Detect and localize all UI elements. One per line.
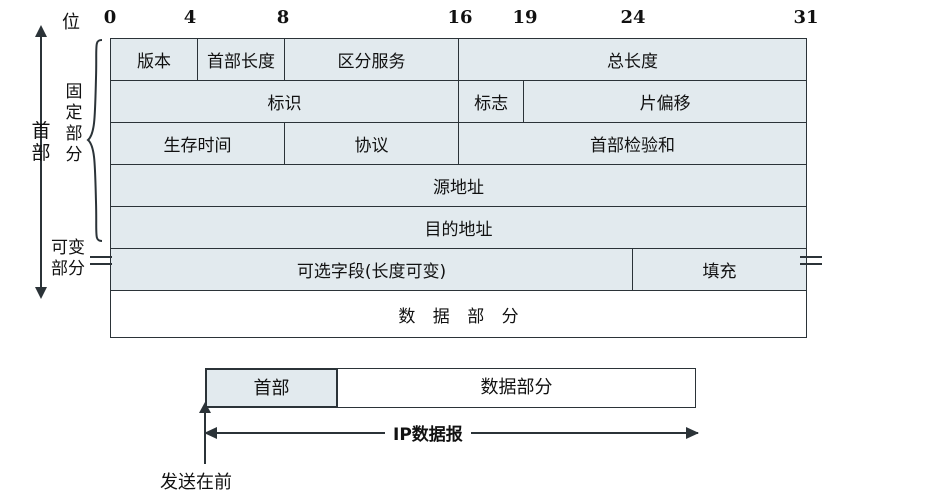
- datagram-data-block: 数据部分: [337, 368, 696, 408]
- header-extent-char-2: 部: [31, 142, 51, 164]
- break-mark-right-icon: [800, 255, 822, 267]
- fixed-part-label: 固 定 部 分: [62, 82, 86, 166]
- variable-part-line-2: 部分: [51, 259, 85, 279]
- header-field-cell: 生存时间: [110, 122, 285, 165]
- header-field-cell: 协议: [284, 122, 459, 165]
- fixed-part-char-3: 部: [65, 124, 83, 144]
- header-extent-label: 首 部: [28, 120, 54, 164]
- bit-tick-31: 31: [793, 7, 819, 28]
- header-field-cell: 源地址: [110, 164, 807, 207]
- header-field-cell: 首部长度: [197, 38, 285, 81]
- data-section-row: 数 据 部 分: [110, 290, 807, 338]
- header-row: 目的地址: [110, 206, 807, 249]
- header-row: 可选字段(长度可变)填充: [110, 248, 807, 291]
- header-row: 源地址: [110, 164, 807, 207]
- data-section-cell: 数 据 部 分: [110, 290, 807, 338]
- header-extent-char-1: 首: [31, 120, 51, 142]
- variable-part-line-1: 可变: [51, 238, 85, 258]
- header-field-cell: 版本: [110, 38, 198, 81]
- header-field-cell: 标识: [110, 80, 459, 123]
- send-first-label: 发送在前: [160, 472, 232, 493]
- bit-tick-8: 8: [276, 7, 290, 28]
- header-extent-arrow: [35, 25, 47, 299]
- bit-tick-4: 4: [183, 7, 197, 28]
- bit-tick-16: 16: [447, 7, 473, 28]
- datagram-header-block: 首部: [205, 368, 338, 408]
- variable-part-label: 可变 部分: [44, 238, 92, 280]
- fixed-part-char-1: 固: [65, 82, 83, 102]
- header-row: 版本首部长度区分服务总长度: [110, 38, 807, 81]
- header-row: 生存时间协议首部检验和: [110, 122, 807, 165]
- header-field-cell: 首部检验和: [458, 122, 807, 165]
- header-field-cell: 标志: [457, 80, 525, 123]
- bit-tick-24: 24: [620, 7, 646, 28]
- header-field-cell: 总长度: [458, 38, 807, 81]
- ip-header-field-table: 版本首部长度区分服务总长度标识标志片偏移生存时间协议首部检验和源地址目的地址可选…: [110, 38, 807, 338]
- break-mark-left-icon: [90, 255, 112, 267]
- ip-datagram-span-label: IP数据报: [385, 420, 471, 445]
- bit-unit-label: 位: [62, 12, 80, 33]
- bit-tick-0: 0: [103, 7, 117, 28]
- bit-tick-19: 19: [512, 7, 538, 28]
- fixed-part-char-4: 分: [65, 145, 83, 165]
- fixed-part-brace: [86, 39, 103, 242]
- send-first-arrow: [199, 402, 211, 464]
- header-field-cell: 填充: [632, 248, 807, 291]
- fixed-part-char-2: 定: [65, 103, 83, 123]
- header-field-cell: 片偏移: [523, 80, 807, 123]
- header-field-cell: 目的地址: [110, 206, 807, 249]
- header-field-cell: 区分服务: [284, 38, 459, 81]
- header-field-cell: 可选字段(长度可变): [110, 248, 633, 291]
- header-row: 标识标志片偏移: [110, 80, 807, 123]
